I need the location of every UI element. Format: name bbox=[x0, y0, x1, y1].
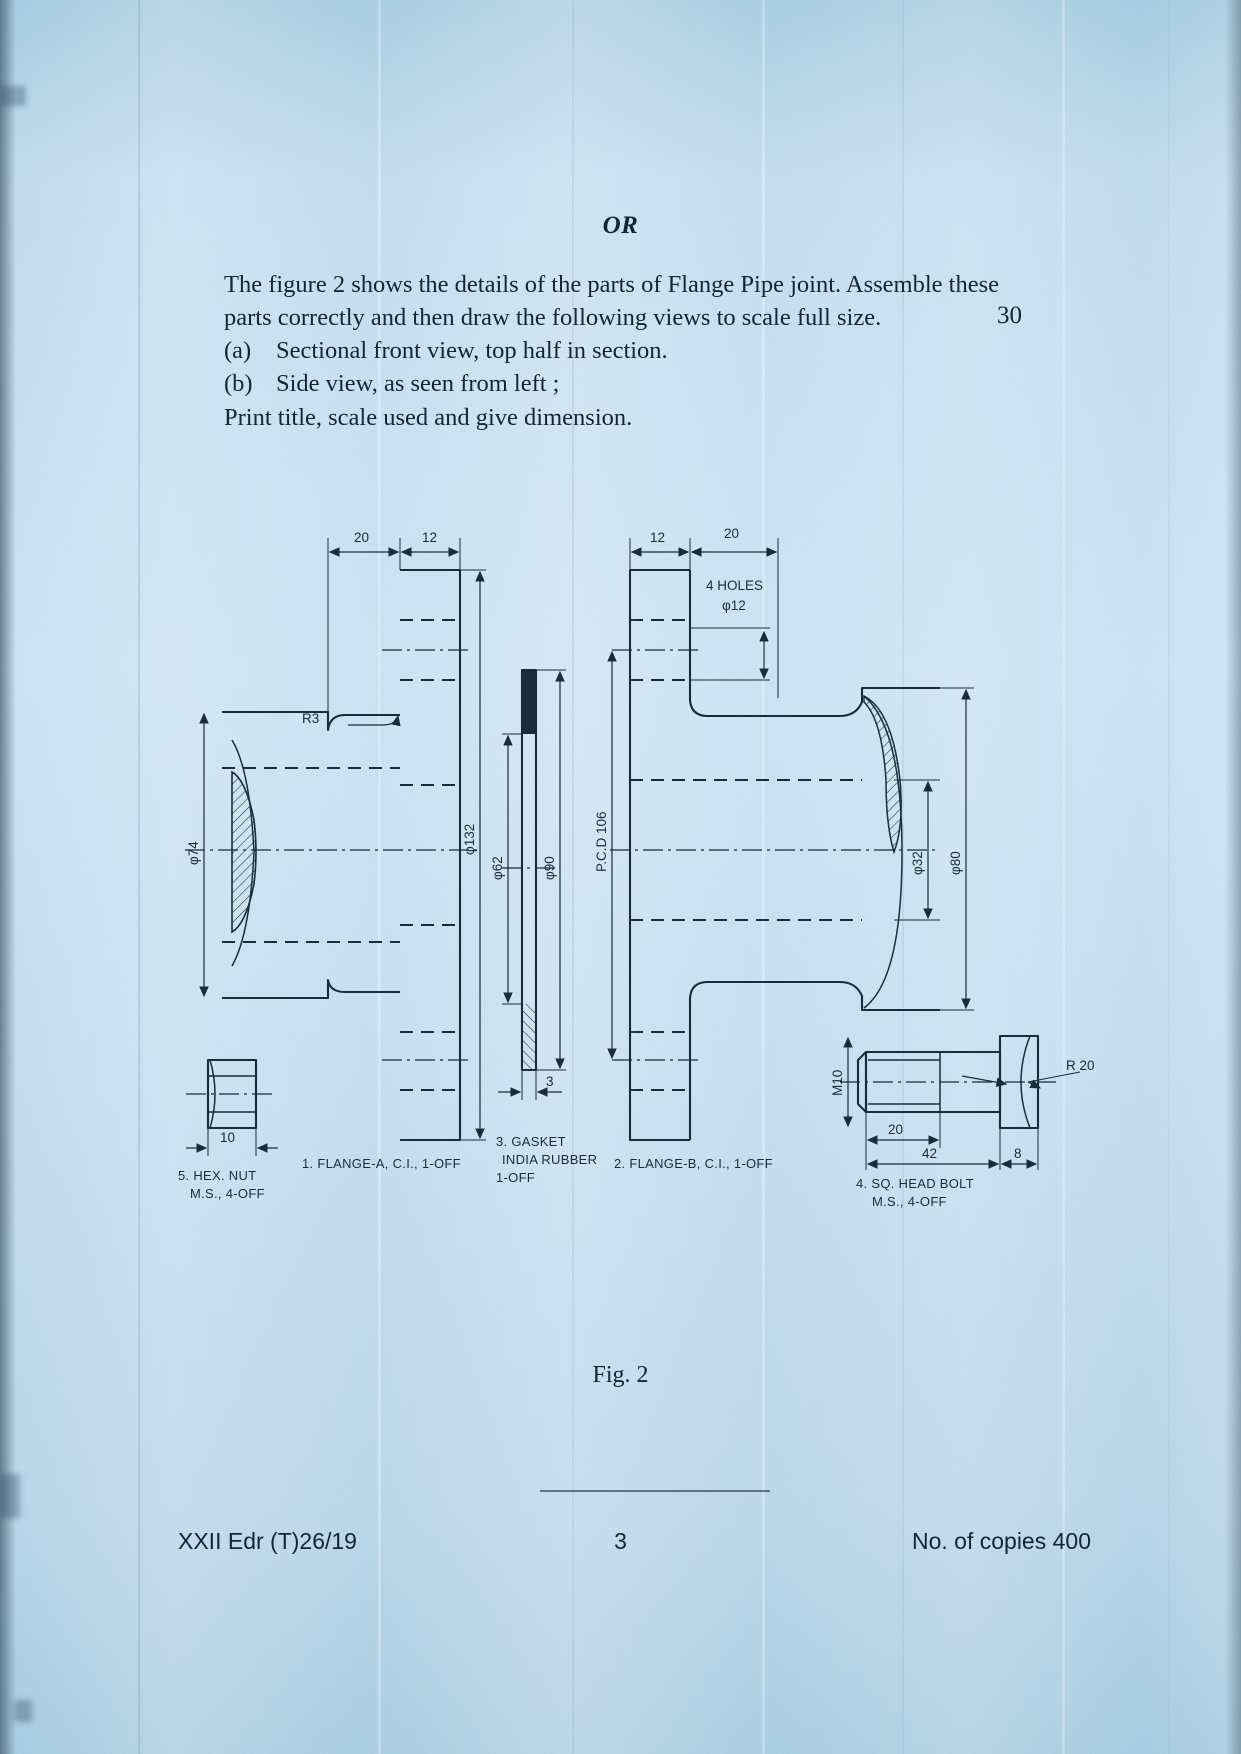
flange-a-geometry: R3 20 12 φ74 φ132 1. FLANGE-A, C.I., 1-O… bbox=[185, 530, 486, 1171]
flange-b-part-label: 2. FLANGE-B, C.I., 1-OFF bbox=[614, 1156, 773, 1171]
hex-nut-geometry: 10 5. HEX. NUT M.S., 4-OFF bbox=[178, 1058, 278, 1201]
figure-caption: Fig. 2 bbox=[592, 1362, 649, 1388]
bolt-radius-label: R 20 bbox=[1066, 1058, 1095, 1073]
question-line-2: parts correctly and then draw the follow… bbox=[224, 304, 882, 331]
footer-divider bbox=[540, 1490, 770, 1492]
flange-a-dia-74: φ74 bbox=[186, 841, 201, 865]
nut-part-label-1: 5. HEX. NUT bbox=[178, 1168, 256, 1183]
question-sub-a: (a) Sectional front view, top half in se… bbox=[224, 334, 1024, 367]
nut-dim-10: 10 bbox=[220, 1130, 235, 1145]
gasket-dia-90: φ90 bbox=[542, 856, 557, 880]
question-sub-b-tag: (b) bbox=[224, 370, 253, 397]
gasket-thickness-3: 3 bbox=[546, 1074, 554, 1089]
question-print-line: Print title, scale used and give dimensi… bbox=[224, 404, 633, 431]
question-sub-a-tag: (a) bbox=[224, 337, 252, 364]
bolt-thread-label: M10 bbox=[830, 1070, 845, 1096]
flange-b-dim-20: 20 bbox=[724, 526, 739, 541]
question-text: The figure 2 shows the details of the pa… bbox=[224, 268, 1024, 434]
bolt-part-label-1: 4. SQ. HEAD BOLT bbox=[856, 1176, 974, 1191]
question-marks: 30 bbox=[997, 302, 1022, 329]
gasket-part-label-2: INDIA RUBBER bbox=[502, 1152, 597, 1167]
flange-b-geometry: 4 HOLES φ12 12 20 P.C.D 106 φ32 φ80 2. F… bbox=[594, 526, 974, 1171]
question-sub-b-text: Side view, as seen from left ; bbox=[276, 370, 560, 397]
page-footer: XXII Edr (T)26/19 3 No. of copies 400 bbox=[0, 1528, 1241, 1568]
bolt-part-label-2: M.S., 4-OFF bbox=[872, 1194, 947, 1209]
footer-copies: No. of copies 400 bbox=[911, 1528, 1091, 1554]
engineering-drawing-figure: .obj {fill:none;stroke:#1b2b38;stroke-wi… bbox=[150, 480, 1110, 1220]
flange-b-pcd: P.C.D 106 bbox=[594, 811, 609, 872]
bolt-dim-42: 42 bbox=[922, 1146, 937, 1161]
flange-b-dim-12: 12 bbox=[650, 530, 665, 545]
flange-b-holes-line2: φ12 bbox=[722, 598, 746, 613]
bolt-dim-8: 8 bbox=[1014, 1146, 1022, 1161]
footer-page-number: 3 bbox=[614, 1528, 627, 1554]
flange-b-holes-line1: 4 HOLES bbox=[706, 578, 763, 593]
question-sub-a-text: Sectional front view, top half in sectio… bbox=[276, 337, 668, 364]
flange-b-dia-80: φ80 bbox=[948, 851, 963, 875]
square-head-bolt-geometry: R 20 M10 20 42 8 4. SQ. HEAD BOLT M.S., … bbox=[830, 1034, 1095, 1209]
flange-a-dim-20: 20 bbox=[354, 530, 369, 545]
footer-paper-code: XXII Edr (T)26/19 bbox=[178, 1528, 357, 1554]
or-label: OR bbox=[602, 212, 639, 239]
gasket-part-label-3: 1-OFF bbox=[496, 1170, 535, 1185]
flange-b-dia-32: φ32 bbox=[910, 851, 925, 875]
question-sub-b: (b) Side view, as seen from left ; bbox=[224, 367, 1024, 400]
flange-a-fillet-label: R3 bbox=[302, 711, 319, 726]
flange-a-part-label: 1. FLANGE-A, C.I., 1-OFF bbox=[302, 1156, 461, 1171]
flange-a-dim-12: 12 bbox=[422, 530, 437, 545]
nut-part-label-2: M.S., 4-OFF bbox=[190, 1186, 265, 1201]
gasket-dia-62: φ62 bbox=[490, 856, 505, 880]
bolt-dim-20: 20 bbox=[888, 1122, 903, 1137]
gasket-geometry: φ62 φ90 3 3. GASKET INDIA RUBBER 1-OFF bbox=[490, 668, 597, 1185]
flange-a-dia-132: φ132 bbox=[462, 824, 477, 855]
question-line-1: The figure 2 shows the details of the pa… bbox=[224, 271, 1000, 298]
gasket-part-label-1: 3. GASKET bbox=[496, 1134, 566, 1149]
